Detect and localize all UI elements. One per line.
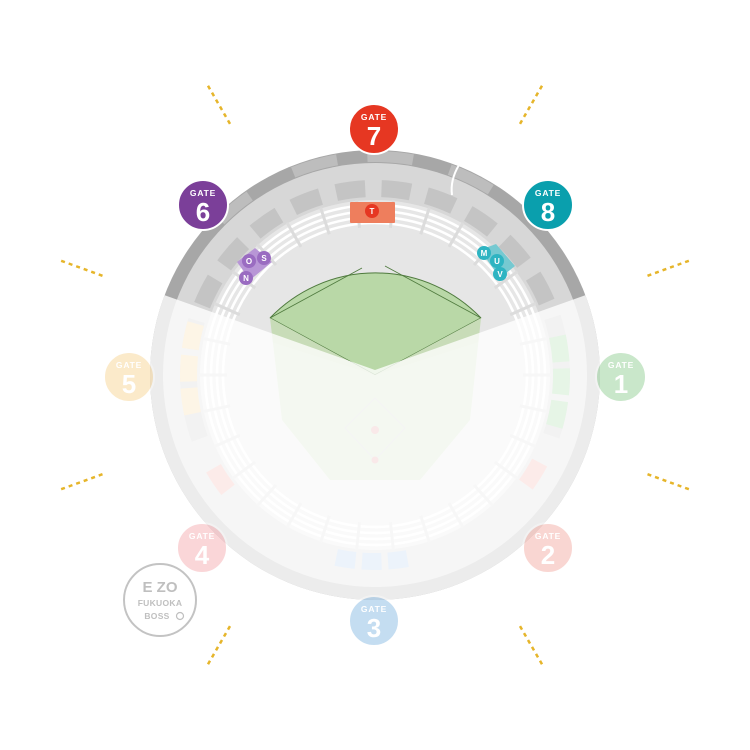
aisle — [447, 221, 465, 248]
gate-3-circle[interactable] — [348, 595, 400, 647]
gate-4-label: GATE — [189, 531, 215, 541]
indicator-line — [518, 625, 544, 666]
section-badge-v[interactable] — [493, 267, 507, 281]
indicator-line — [518, 84, 544, 125]
stand-block — [249, 207, 284, 239]
section-label-o: O — [246, 257, 252, 266]
section-label-m: M — [481, 249, 488, 258]
section-badge-u[interactable] — [490, 254, 504, 268]
section-badge-n[interactable] — [239, 271, 253, 285]
gate-5-label: GATE — [116, 360, 142, 370]
gate-7-number: 7 — [367, 121, 381, 151]
logo-circle — [123, 563, 197, 637]
indicator-line — [647, 259, 691, 277]
aisle — [493, 270, 519, 290]
dimmed-area-overlay — [150, 240, 600, 600]
gate-5-number: 5 — [122, 369, 136, 399]
aisle — [419, 207, 431, 235]
stand-block — [424, 187, 458, 214]
indicator-line — [59, 473, 103, 491]
stand-block — [498, 234, 531, 268]
section-label-v: V — [497, 270, 503, 279]
indicator-line — [647, 473, 691, 491]
stand-block — [217, 237, 250, 271]
dimmed-field-overlay — [265, 340, 485, 485]
indicator-line — [59, 259, 103, 277]
gate-2-number: 2 — [541, 540, 555, 570]
section-badge-s[interactable] — [257, 251, 271, 265]
stand-block — [334, 180, 366, 201]
logo-line-3: BOSS — [144, 611, 169, 621]
section-label-u: U — [494, 257, 500, 266]
gate-7-label: GATE — [361, 112, 387, 122]
gate-6-circle[interactable] — [177, 179, 229, 231]
gate-6-label: GATE — [190, 188, 216, 198]
gate-8-label: GATE — [535, 188, 561, 198]
stand-block — [381, 180, 413, 201]
playing-field — [270, 272, 481, 375]
stadium-body — [150, 150, 600, 600]
logo-line-1: E ZO — [142, 579, 177, 596]
gate-4-number: 4 — [195, 540, 210, 570]
stand-block — [464, 206, 498, 237]
gate-5-circle[interactable] — [103, 351, 155, 403]
aisle — [213, 302, 241, 317]
gate-3-number: 3 — [367, 613, 381, 643]
sponsor-logo: E ZO FUKUOKA BOSS — [123, 563, 197, 637]
stand-block — [194, 274, 223, 309]
ring-segment — [291, 154, 339, 178]
section-label-t: T — [370, 207, 375, 216]
gate-1-label: GATE — [608, 360, 634, 370]
field-diagonal-right — [384, 265, 482, 319]
stand-block — [289, 188, 323, 216]
warning-track — [269, 272, 482, 319]
section-badge-m[interactable] — [477, 246, 491, 260]
aisle — [285, 221, 303, 248]
gate-8-number: 8 — [541, 197, 555, 227]
gate-8-access-curve — [450, 164, 460, 196]
logo-arrow-icon — [175, 611, 185, 621]
section-label-s: S — [261, 254, 267, 263]
indicator-line — [206, 84, 232, 125]
section-badge-t[interactable] — [365, 204, 379, 218]
aisle — [319, 207, 331, 235]
gate-3-label: GATE — [361, 604, 387, 614]
gate-6-number: 6 — [196, 197, 210, 227]
outfield-sections: T O S N M U V — [237, 202, 515, 285]
gate-2-circle[interactable] — [522, 522, 574, 574]
field-diagonal-left — [269, 267, 363, 319]
indicator-line — [206, 625, 232, 666]
gate-7-circle[interactable] — [348, 103, 400, 155]
section-badge-o[interactable] — [242, 254, 256, 268]
gate-8-circle[interactable] — [522, 179, 574, 231]
section-label-n: N — [243, 274, 249, 283]
gate-2-label: GATE — [535, 531, 561, 541]
gate-1-circle[interactable] — [595, 351, 647, 403]
logo-line-2: FUKUOKA — [138, 598, 183, 608]
aisle — [509, 302, 537, 317]
ring-segment — [367, 151, 414, 166]
stand-block — [525, 271, 555, 306]
ring-segment — [447, 164, 494, 195]
gate-1-number: 1 — [614, 369, 628, 399]
gate-4-circle[interactable] — [176, 522, 228, 574]
